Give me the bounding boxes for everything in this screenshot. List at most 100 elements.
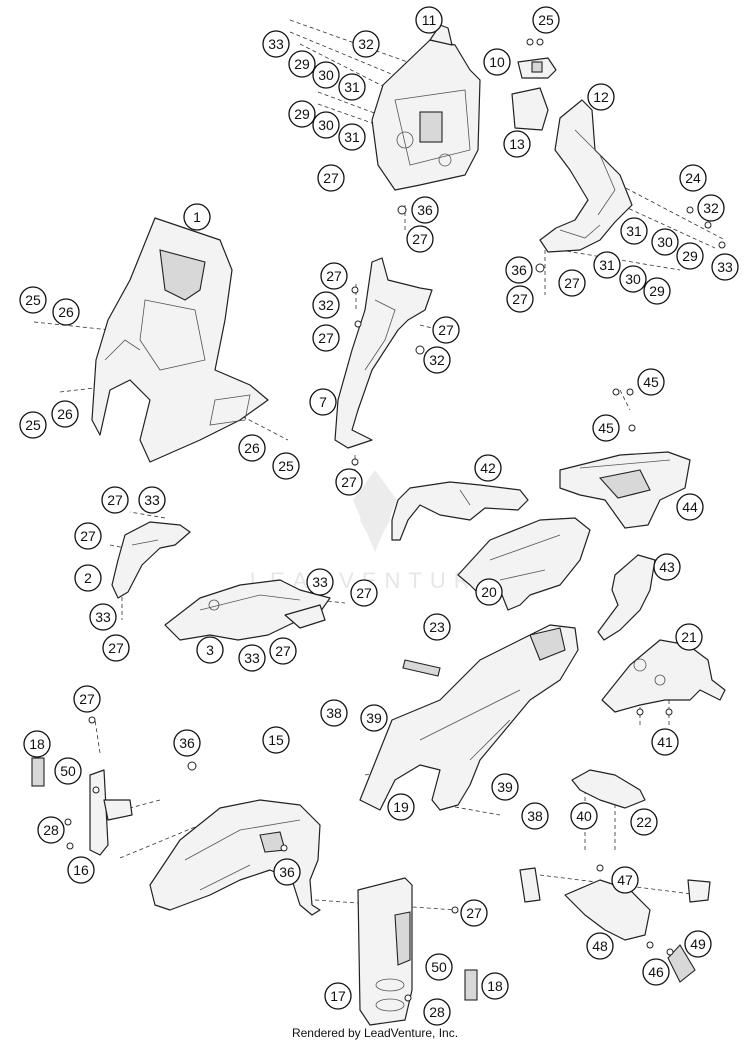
callout-54: 27 bbox=[350, 579, 378, 607]
callout-78: 27 bbox=[460, 899, 488, 927]
svg-text:31: 31 bbox=[599, 257, 615, 273]
callout-43: 45 bbox=[592, 414, 620, 442]
svg-text:33: 33 bbox=[95, 609, 111, 625]
callout-85: 28 bbox=[423, 998, 451, 1026]
callout-62: 39 bbox=[360, 704, 388, 732]
callout-68: 41 bbox=[651, 728, 679, 756]
callout-44: 42 bbox=[474, 454, 502, 482]
part-1-front-cover bbox=[91, 217, 269, 463]
svg-text:22: 22 bbox=[636, 814, 652, 830]
part-16-fork-guard bbox=[89, 769, 133, 856]
callout-36: 26 bbox=[51, 400, 79, 428]
callout-72: 28 bbox=[37, 816, 65, 844]
svg-text:27: 27 bbox=[323, 170, 339, 186]
callout-64: 18 bbox=[23, 730, 51, 758]
callout-32: 25 bbox=[19, 286, 47, 314]
callout-1: 25 bbox=[532, 6, 560, 34]
svg-text:18: 18 bbox=[29, 736, 45, 752]
part-2-side-panel bbox=[111, 521, 191, 599]
callout-4: 10 bbox=[483, 48, 511, 76]
svg-text:46: 46 bbox=[648, 964, 664, 980]
svg-text:44: 44 bbox=[682, 499, 698, 515]
callout-16: 36 bbox=[411, 196, 439, 224]
svg-text:32: 32 bbox=[703, 200, 719, 216]
callout-28: 1 bbox=[183, 203, 211, 231]
svg-text:27: 27 bbox=[108, 640, 124, 656]
callout-17: 27 bbox=[406, 225, 434, 253]
callouts: 11 25 33 32 10 29 30 31 12 29 30 31 1 3 2… bbox=[19, 6, 739, 1026]
part-44-rear-carrier bbox=[559, 451, 691, 529]
svg-text:3: 3 bbox=[206, 642, 214, 658]
callout-55: 27 bbox=[102, 634, 130, 662]
svg-text:26: 26 bbox=[244, 440, 260, 456]
callout-71: 38 bbox=[521, 802, 549, 830]
part-17-fork-guard bbox=[357, 877, 413, 1026]
callout-24: 29 bbox=[643, 277, 671, 305]
callout-42: 45 bbox=[637, 368, 665, 396]
part-3-side-cover bbox=[164, 579, 331, 641]
callout-0: 11 bbox=[415, 6, 443, 34]
callout-63: 27 bbox=[73, 685, 101, 713]
svg-text:32: 32 bbox=[358, 36, 374, 52]
callout-46: 33 bbox=[138, 486, 166, 514]
callout-10: 30 bbox=[312, 111, 340, 139]
callout-22: 31 bbox=[593, 251, 621, 279]
svg-text:27: 27 bbox=[326, 268, 342, 284]
callout-76: 16 bbox=[67, 856, 95, 884]
callout-51: 20 bbox=[475, 578, 503, 606]
callout-58: 27 bbox=[269, 637, 297, 665]
svg-text:24: 24 bbox=[685, 170, 701, 186]
svg-text:21: 21 bbox=[681, 629, 697, 645]
callout-79: 49 bbox=[684, 930, 712, 958]
svg-text:33: 33 bbox=[144, 492, 160, 508]
svg-text:27: 27 bbox=[356, 585, 372, 601]
callout-3: 32 bbox=[352, 30, 380, 58]
svg-text:38: 38 bbox=[527, 808, 543, 824]
callout-38: 7 bbox=[309, 388, 337, 416]
svg-text:50: 50 bbox=[60, 763, 76, 779]
part-23-strip bbox=[402, 659, 441, 677]
svg-text:20: 20 bbox=[481, 584, 497, 600]
callout-14: 24 bbox=[679, 164, 707, 192]
svg-text:27: 27 bbox=[438, 322, 454, 338]
callout-40: 25 bbox=[272, 452, 300, 480]
callout-30: 32 bbox=[312, 291, 340, 319]
svg-text:27: 27 bbox=[466, 905, 482, 921]
callout-80: 48 bbox=[586, 932, 614, 960]
part-10-bracket bbox=[517, 57, 557, 79]
svg-text:27: 27 bbox=[275, 643, 291, 659]
svg-text:25: 25 bbox=[278, 458, 294, 474]
callout-27: 27 bbox=[506, 285, 534, 313]
callout-33: 26 bbox=[52, 298, 80, 326]
svg-text:2: 2 bbox=[84, 570, 92, 586]
footer-credit: Rendered by LeadVenture, Inc. bbox=[291, 1026, 459, 1040]
callout-39: 26 bbox=[238, 434, 266, 462]
callout-74: 22 bbox=[630, 808, 658, 836]
svg-text:27: 27 bbox=[107, 492, 123, 508]
callout-75: 40 bbox=[570, 802, 598, 830]
svg-text:27: 27 bbox=[512, 291, 528, 307]
svg-text:30: 30 bbox=[318, 117, 334, 133]
svg-text:10: 10 bbox=[489, 54, 505, 70]
svg-text:23: 23 bbox=[429, 619, 445, 635]
svg-text:30: 30 bbox=[318, 67, 334, 83]
svg-text:29: 29 bbox=[682, 248, 698, 264]
part-21-bracket bbox=[601, 639, 726, 713]
svg-text:25: 25 bbox=[25, 417, 41, 433]
part-22-mudguard-insert bbox=[571, 769, 646, 809]
callout-83: 17 bbox=[324, 982, 352, 1010]
svg-text:40: 40 bbox=[576, 808, 592, 824]
svg-text:27: 27 bbox=[79, 691, 95, 707]
svg-text:38: 38 bbox=[326, 705, 342, 721]
svg-text:31: 31 bbox=[344, 129, 360, 145]
svg-text:28: 28 bbox=[429, 1004, 445, 1020]
callout-50: 33 bbox=[306, 568, 334, 596]
svg-text:12: 12 bbox=[593, 89, 609, 105]
svg-text:29: 29 bbox=[294, 106, 310, 122]
callout-65: 36 bbox=[173, 729, 201, 757]
svg-text:28: 28 bbox=[43, 822, 59, 838]
part-13-cover bbox=[511, 87, 549, 131]
svg-text:48: 48 bbox=[592, 938, 608, 954]
callout-67: 50 bbox=[54, 757, 82, 785]
